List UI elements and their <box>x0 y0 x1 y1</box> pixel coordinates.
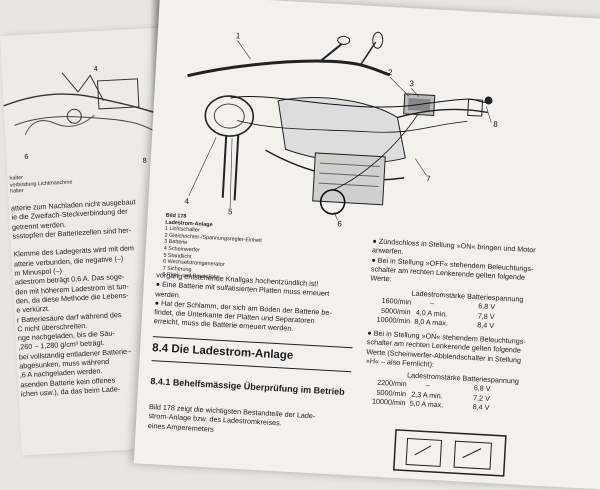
values-table-off: Ladestromstärke Batteriespannung 1600/mi… <box>368 286 523 332</box>
callout-5: 5 <box>228 207 233 216</box>
table-cell: 10000/min <box>371 396 406 408</box>
callout-1: 1 <box>236 31 241 40</box>
table-cell: 8,0 A max. <box>414 316 449 328</box>
table-cell: 8,4 V <box>476 320 495 331</box>
left-column-text: vorgang entstehende Knallgas hochentzünd… <box>153 270 333 336</box>
paragraph-text: Bild 178 zeigt die wichtigsten Bestandte… <box>148 402 316 439</box>
callout-2: 2 <box>388 68 393 77</box>
right-page: 1 2 3 4 5 6 7 8 Bild 178 Ladestrom-Anlag… <box>133 0 600 490</box>
right-column-mid: ● Bei in Stellung »ON« stehendem Beleuch… <box>366 328 526 374</box>
callout-4: 4 <box>184 197 189 206</box>
table-cell: 5,0 A max. <box>409 398 444 410</box>
table-cell: 10000/min <box>376 314 411 326</box>
callout-7: 7 <box>426 174 431 183</box>
table-cell: 8,4 V <box>472 402 490 413</box>
callout-6: 6 <box>337 219 342 228</box>
callout-3: 3 <box>409 79 414 88</box>
left-callout-6: 6 <box>24 154 28 161</box>
left-callout-4: 4 <box>94 66 98 73</box>
callout-8: 8 <box>493 120 498 129</box>
motorcycle-wiring-illustration: 1 2 3 4 5 6 7 8 <box>184 31 498 228</box>
values-table-on: Ladestromstärke Batteriespannung 2200/mi… <box>363 368 519 414</box>
left-callout-8: 8 <box>143 157 147 164</box>
right-column-intro: ● Zündschloss in Stellung »ON« bringen u… <box>370 236 536 292</box>
left-page: 4 6 8 halter verbindung Lichtmaschine ha… <box>0 26 202 456</box>
left-caption: halter verbindung Lichtmaschine halter <box>9 172 73 195</box>
left-wiring-illustration: 4 6 8 <box>3 66 175 165</box>
section-rule-bottom <box>151 360 352 373</box>
section-heading: 8.4 Die Ladestrom-Anlage <box>151 342 294 362</box>
meter-illustration <box>393 429 507 477</box>
subsection-heading: 8.4.1 Behelfsmässige Überprüfung im Betr… <box>150 376 345 397</box>
